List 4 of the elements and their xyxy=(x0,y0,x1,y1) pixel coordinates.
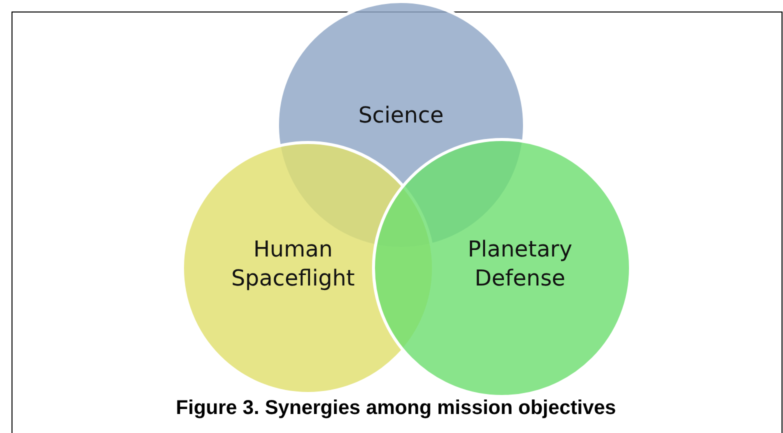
circle-label: Human Spaceflight xyxy=(230,236,356,293)
figure-caption: Figure 3. Synergies among mission objectives xyxy=(174,397,618,420)
circle-label: Planetary Defense xyxy=(466,236,574,293)
circle-label: Science xyxy=(357,102,445,131)
